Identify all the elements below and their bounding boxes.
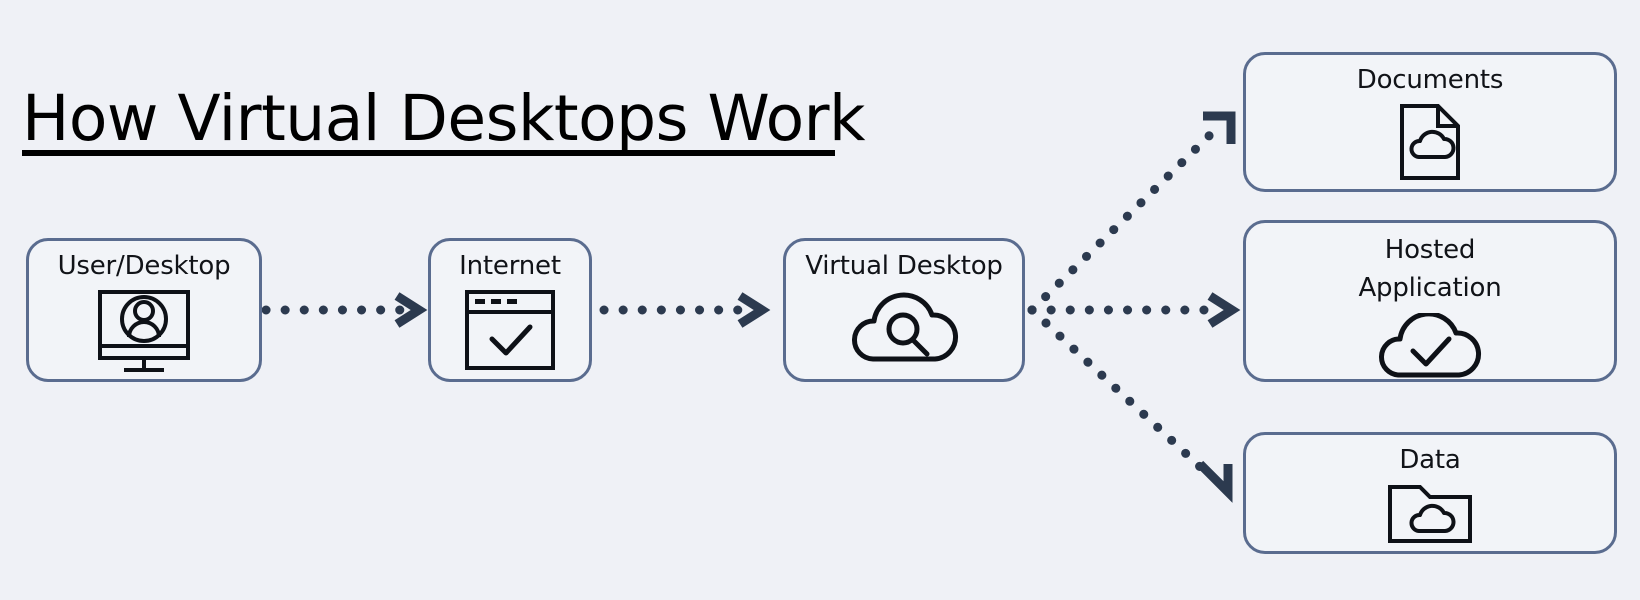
node-data[interactable]: Data <box>1243 432 1617 554</box>
connector-vdesktop-to-documents <box>1027 111 1236 315</box>
folder-cloud-icon <box>1386 483 1474 545</box>
node-virtual-desktop[interactable]: Virtual Desktop <box>783 238 1025 382</box>
node-documents[interactable]: Documents <box>1243 52 1617 192</box>
node-data-label: Data <box>1399 445 1461 475</box>
document-cloud-icon <box>1396 103 1464 181</box>
cloud-check-icon <box>1369 313 1491 379</box>
page-title: How Virtual Desktops Work <box>22 82 866 155</box>
connector-vdesktop-to-hostedapp <box>1027 292 1241 328</box>
title-underline <box>22 150 835 156</box>
node-hosted-application-label: Hosted Application <box>1358 235 1502 303</box>
node-virtual-desktop-label: Virtual Desktop <box>805 251 1003 281</box>
node-user-desktop[interactable]: User/Desktop <box>26 238 262 382</box>
node-documents-label: Documents <box>1356 65 1504 95</box>
node-user-desktop-label: User/Desktop <box>57 251 231 281</box>
title-block: How Virtual Desktops Work <box>22 84 922 164</box>
connector-user-to-internet <box>261 292 428 328</box>
connector-internet-to-vdesktop <box>599 292 771 328</box>
browser-window-check-icon <box>464 289 556 371</box>
monitor-user-icon <box>91 289 197 375</box>
connector-vdesktop-to-data <box>1027 305 1233 503</box>
node-internet[interactable]: Internet <box>428 238 592 382</box>
node-hosted-application[interactable]: Hosted Application <box>1243 220 1617 382</box>
node-internet-label: Internet <box>459 251 561 281</box>
cloud-magnifier-icon <box>841 289 967 365</box>
